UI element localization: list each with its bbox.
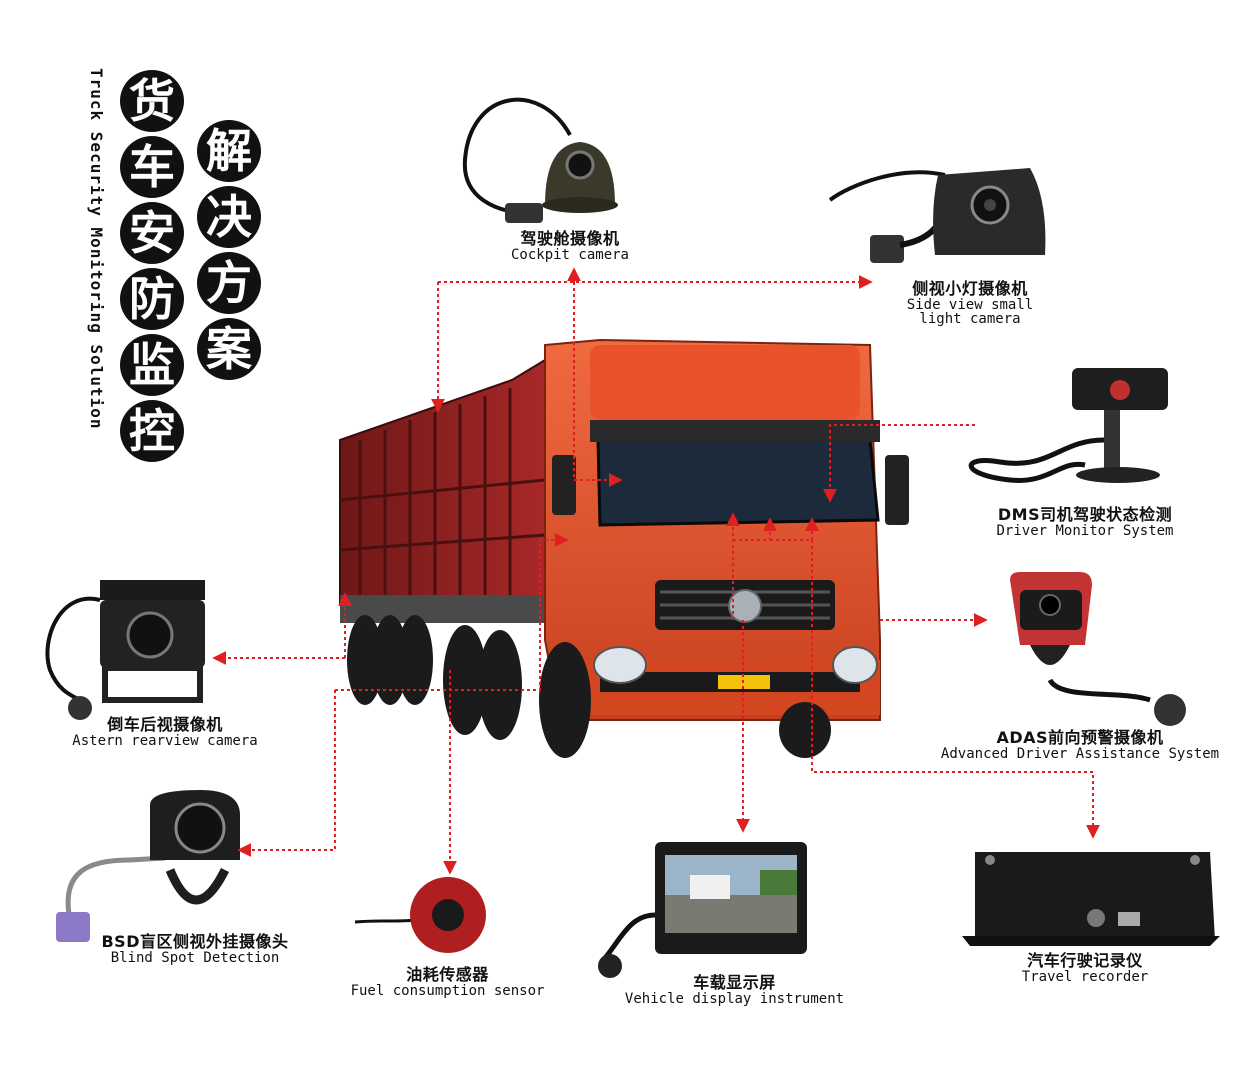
bsd-camera-icon	[56, 790, 240, 942]
adas-camera-icon	[1010, 572, 1186, 726]
label-zh: 侧视小灯摄像机	[912, 279, 1028, 298]
label-zh: BSD盲区侧视外挂摄像头	[101, 932, 289, 951]
label-zh: ADAS前向预警摄像机	[996, 728, 1164, 747]
label-zh: 汽车行驶记录仪	[1027, 951, 1143, 970]
label-adas: ADAS前向预警摄像机 Advanced Driver Assistance S…	[925, 728, 1235, 762]
title-char: 方	[197, 252, 261, 314]
label-zh: 驾驶舱摄像机	[520, 229, 620, 248]
title-char: 车	[120, 136, 184, 198]
label-en: Fuel consumption sensor	[350, 982, 545, 999]
connector-lines	[212, 267, 1100, 875]
fuel-sensor-icon	[354, 877, 486, 953]
cockpit-camera-icon	[462, 97, 618, 223]
label-display: 车载显示屏 Vehicle display instrument	[612, 973, 857, 1007]
label-bsd: BSD盲区侧视外挂摄像头 Blind Spot Detection	[85, 932, 305, 966]
title-char: 案	[197, 318, 261, 380]
title-char: 防	[120, 268, 184, 330]
title-char: 决	[197, 186, 261, 248]
rearview-camera-icon	[45, 580, 205, 720]
label-zh: 车载显示屏	[693, 973, 776, 992]
side-view-camera-icon	[828, 168, 1046, 263]
title-char: 监	[120, 334, 184, 396]
title-char: 解	[197, 120, 261, 182]
label-zh: DMS司机驾驶状态检测	[997, 505, 1173, 524]
label-side-view-camera: 侧视小灯摄像机 Side view small light camera	[890, 279, 1050, 328]
truck-illustration	[339, 338, 909, 758]
title-char: 货	[120, 70, 184, 132]
recorder-dvr-icon	[962, 852, 1220, 946]
label-cockpit-camera: 驾驶舱摄像机 Cockpit camera	[490, 229, 650, 263]
label-en: Vehicle display instrument	[624, 990, 845, 1007]
label-rearview-camera: 倒车后视摄像机 Astern rearview camera	[55, 715, 275, 749]
label-en: Cockpit camera	[510, 246, 629, 263]
label-en: Blind Spot Detection	[110, 949, 280, 966]
title-char: 安	[120, 202, 184, 264]
label-recorder: 汽车行驶记录仪 Travel recorder	[1000, 951, 1170, 985]
title-zh-column-1: 货 车 安 防 监 控	[120, 70, 184, 462]
label-zh: 倒车后视摄像机	[107, 715, 223, 734]
display-monitor-icon	[598, 842, 807, 978]
title-zh-column-2: 解 决 方 案	[197, 120, 261, 380]
label-en: light camera	[919, 311, 1021, 328]
label-dms: DMS司机驾驶状态检测 Driver Monitor System	[970, 505, 1200, 539]
label-zh: 油耗传感器	[406, 965, 489, 984]
label-en: Driver Monitor System	[996, 522, 1174, 539]
label-en: Travel recorder	[1021, 968, 1149, 985]
dms-camera-icon	[968, 368, 1168, 483]
title-char: 控	[120, 400, 184, 462]
label-fuel-sensor: 油耗传感器 Fuel consumption sensor	[335, 965, 560, 999]
label-en: Advanced Driver Assistance System	[940, 745, 1220, 762]
label-en: Side view small	[906, 296, 1034, 313]
label-en: Astern rearview camera	[72, 732, 258, 749]
